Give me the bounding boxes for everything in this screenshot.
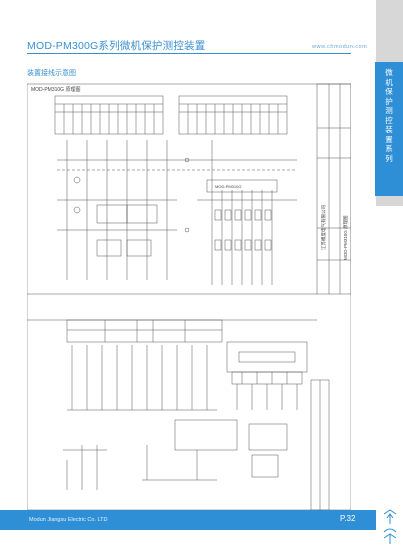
footer-bar — [0, 510, 376, 530]
drawing-frame-title: MOD-PM310G 原理图 — [31, 87, 80, 93]
side-tab — [375, 62, 403, 196]
header-divider — [27, 53, 351, 54]
modun-logo-icon — [383, 509, 397, 544]
website-url[interactable]: www.chmodun.com — [312, 44, 368, 50]
page-number: P.32 — [340, 514, 356, 523]
drawing-frame — [27, 83, 351, 510]
title-block-name: MOD-PM310G 原理图 — [343, 215, 349, 260]
page-title: MOD-PM300G系列微机保护测控装置 — [27, 40, 206, 52]
section-heading: 装置接线示意图 — [27, 70, 76, 77]
wiring-diagram: MOD-PM310G 原理图 MOD-PM310G 江苏模度电气有限公司 MOD… — [27, 83, 351, 510]
side-tab-label: 微机保护测控装置系列 — [385, 68, 393, 163]
relay-module-label: MOD-PM310G — [215, 184, 241, 189]
title-block — [316, 83, 351, 295]
title-block-company: 江苏模度电气有限公司 — [320, 205, 327, 250]
footer-company: Modun Jiangsu Electric Co. LTD — [29, 517, 108, 523]
